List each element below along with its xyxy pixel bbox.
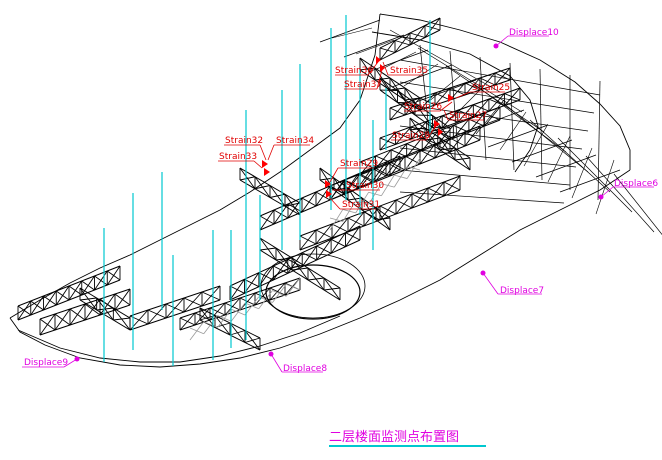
strain-group-middle: Strain29 Strain30 Strain31	[325, 159, 384, 210]
displace9-label: Displace9	[24, 358, 68, 368]
strain37-label: Strain37	[344, 80, 382, 90]
displace-point-10: Displace10	[493, 28, 559, 49]
strain31-label: Strain31	[342, 200, 380, 210]
displace-point-6: Displace6	[598, 179, 658, 200]
strain-group-upper: Strain36 Strain37 Strain35 Strain25 Stra…	[335, 56, 510, 141]
strain35-label: Strain35	[390, 66, 428, 76]
strain32-label: Strain32	[225, 136, 263, 146]
strain-group-left: Strain32 Strain34 Strain33	[218, 136, 314, 176]
strain25-label: Strain25	[472, 83, 510, 93]
strain-marker	[325, 180, 332, 198]
displace10-label: Displace10	[509, 28, 559, 38]
displace-point-9: Displace9	[22, 356, 80, 368]
displace-point-7: Displace7	[480, 270, 544, 296]
diagram-title: 二层楼面监测点布置图	[329, 430, 459, 445]
displace-point-8: Displace8	[268, 351, 327, 374]
strain30-label: Strain30	[346, 181, 384, 191]
strain36-label: Strain36	[335, 66, 373, 76]
strain28-label: Strain28	[392, 131, 430, 141]
displace8-label: Displace8	[283, 364, 327, 374]
strain-marker	[262, 160, 270, 176]
strain-marker	[434, 94, 454, 136]
displace6-label: Displace6	[614, 179, 658, 189]
displace7-label: Displace7	[500, 286, 544, 296]
strain34-label: Strain34	[276, 136, 314, 146]
columns	[103, 15, 431, 366]
strain27-label: Strain27	[449, 111, 487, 121]
strain29-label: Strain29	[340, 159, 378, 169]
strain33-label: Strain33	[219, 152, 257, 162]
strain-marker	[376, 56, 385, 72]
strain26-label: Strain26	[404, 102, 442, 112]
